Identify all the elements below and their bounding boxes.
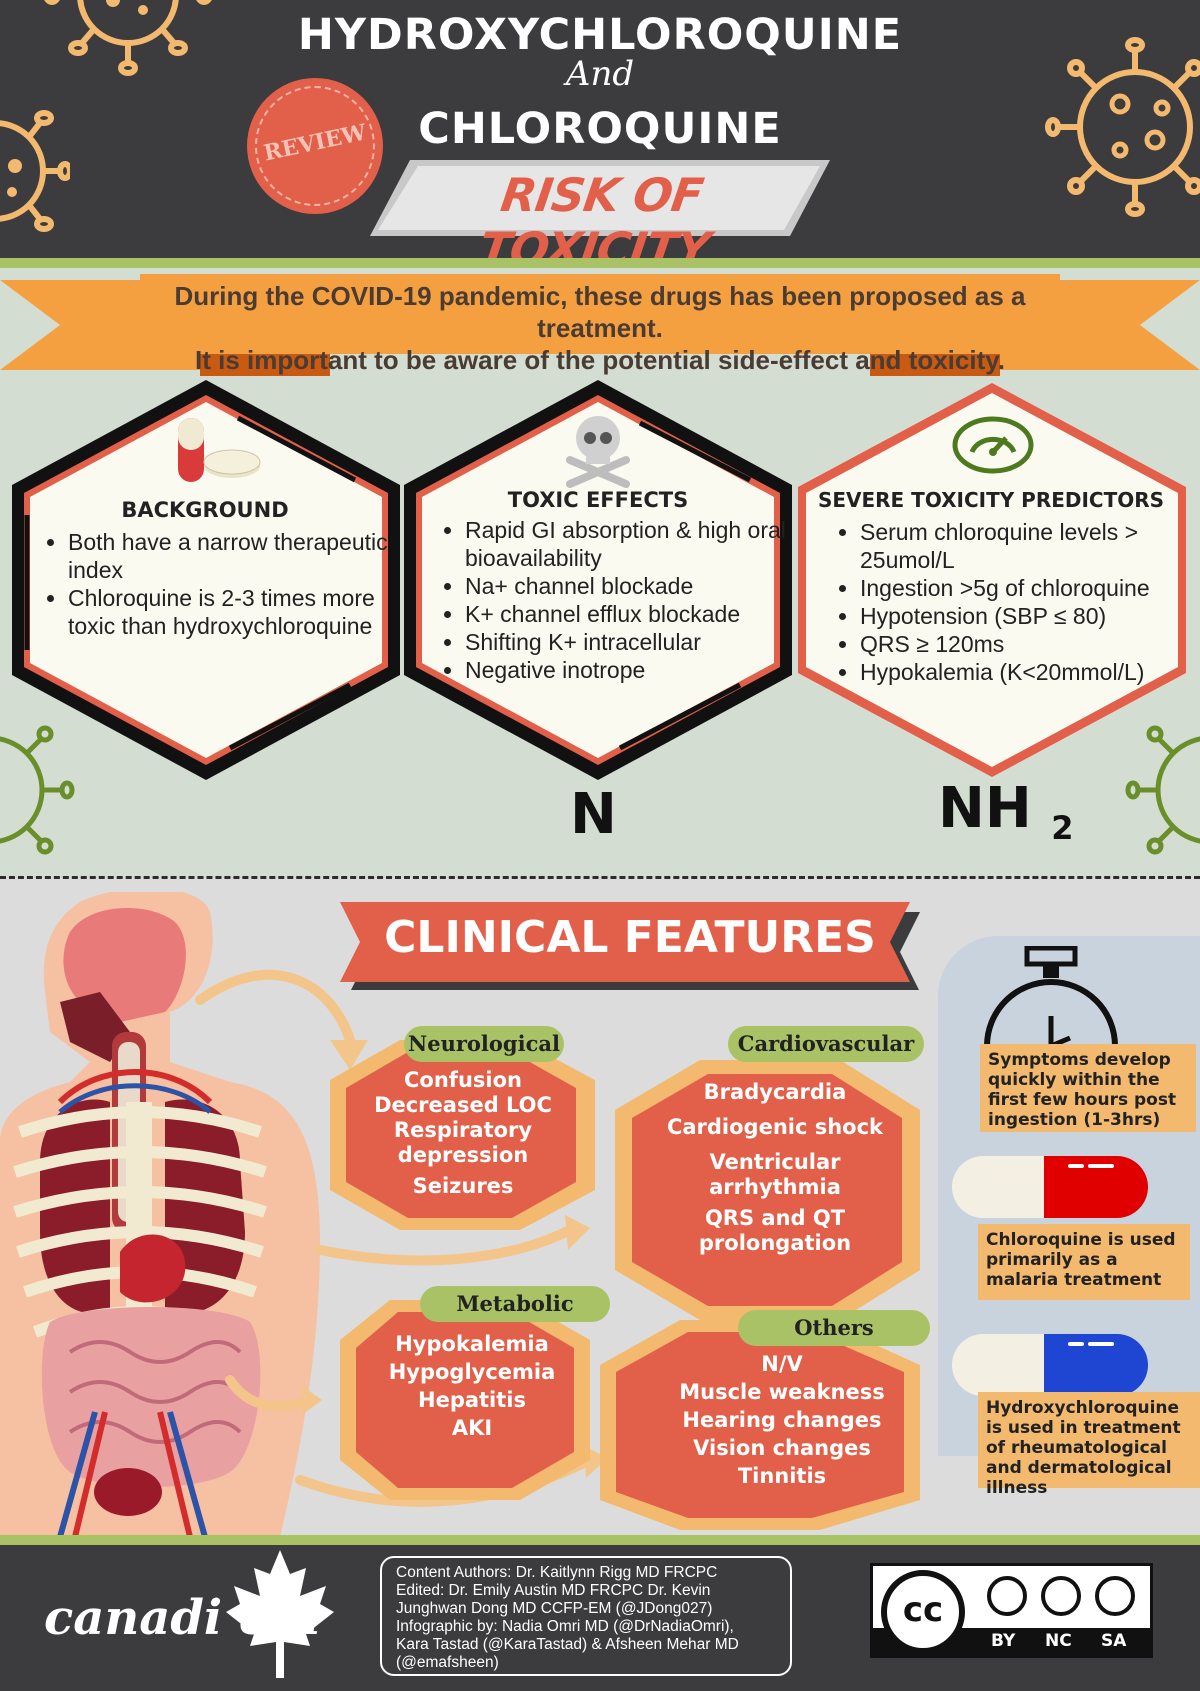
neurological-list: Confusion Decreased LOC Respiratory depr… — [350, 1068, 576, 1199]
category-metabolic: Metabolic — [420, 1286, 610, 1322]
footer-band — [0, 1535, 1200, 1545]
toxic-effects-list: Rapid GI absorption & high oral bioavail… — [441, 516, 805, 684]
list-item: N/V — [761, 1352, 803, 1376]
list-item: Tinnitis — [737, 1464, 827, 1488]
metabolic-list: Hypokalemia Hypoglycemia Hepatitis AKI — [360, 1330, 584, 1442]
subtitle: RISK OF TOXICITY — [475, 168, 713, 258]
intro-ribbon — [140, 274, 1060, 354]
anatomy-illustration — [0, 892, 320, 1537]
capsule-icon — [952, 1334, 1148, 1396]
subtitle-banner — [370, 160, 830, 236]
list-item: Hearing changes — [682, 1408, 882, 1432]
list-item: Hypotension (SBP ≤ 80) — [860, 602, 1180, 630]
list-item: Rapid GI absorption & high oral bioavail… — [465, 516, 805, 572]
chloroquine-note: Chloroquine is used primarily as a malar… — [978, 1224, 1190, 1300]
cc-license-badge: cc BY NC SA — [870, 1563, 1153, 1658]
title-line-2: CHLOROQUINE — [418, 104, 782, 154]
chem-nh: NH — [938, 776, 1032, 841]
capsule-icon — [952, 1156, 1148, 1218]
category-others: Others — [738, 1310, 930, 1346]
virus-icon — [0, 725, 75, 855]
list-item: Hypokalemia — [395, 1332, 549, 1356]
cc-by-label: BY — [991, 1631, 1016, 1651]
gauge-icon — [952, 416, 1034, 474]
list-item: Confusion — [404, 1068, 522, 1092]
list-item: AKI — [451, 1416, 493, 1440]
skull-icon — [566, 416, 630, 488]
list-item: Chloroquine is 2-3 times more toxic than… — [68, 584, 408, 640]
clinical-features-title: CLINICAL FEATURES — [384, 912, 876, 963]
virus-icon — [0, 110, 70, 232]
cc-nc-label: NC — [1045, 1631, 1072, 1651]
list-item: Respiratory depression — [393, 1118, 533, 1167]
credit-line: Junghwan Dong MD CCFP-EM (@JDong027) — [396, 1600, 713, 1617]
header: HYDROXYCHLOROQUINE And CHLOROQUINE REVIE… — [0, 0, 1200, 258]
predictors-title: SEVERE TOXICITY PREDICTORS — [817, 488, 1165, 512]
list-item: Shifting K+ intracellular — [465, 628, 805, 656]
intro-line-2: It is important to be aware of the poten… — [195, 345, 1005, 375]
toxic-effects-title: TOXIC EFFECTS — [507, 488, 689, 512]
list-item: Ventricular arrhythmia — [709, 1150, 841, 1199]
list-item: Muscle weakness — [679, 1380, 885, 1404]
virus-icon — [1125, 725, 1200, 855]
chem-nh2: NH 2 — [938, 776, 1074, 847]
title-and: And — [565, 54, 635, 94]
background-title: BACKGROUND — [121, 498, 289, 522]
hexagon-row — [12, 380, 1186, 780]
cc-sa-label: SA — [1101, 1631, 1127, 1651]
credit-line: Infographic by: Nadia Omri MD (@DrNadiaO… — [396, 1618, 734, 1635]
list-item: Hypokalemia (K<20mmol/L) — [860, 658, 1180, 686]
cc-icon: cc — [881, 1570, 965, 1654]
hydroxychloroquine-note: Hydroxychloroquine is used in treatment … — [978, 1392, 1200, 1498]
list-item: Negative inotrope — [465, 656, 805, 684]
credit-line: Kara Tastad (@KaraTastad) & Afsheen Meha… — [396, 1636, 739, 1653]
list-item: Decreased LOC — [374, 1093, 552, 1117]
background-list: Both have a narrow therapeutic index Chl… — [44, 528, 408, 640]
list-item: QRS and QT prolongation — [698, 1206, 852, 1255]
list-item: Serum chloroquine levels > 25umol/L — [860, 518, 1180, 574]
sa-icon — [1095, 1576, 1135, 1616]
list-item: K+ channel efflux blockade — [465, 600, 805, 628]
maple-leaf-icon — [226, 1550, 334, 1678]
list-item: Na+ channel blockade — [465, 572, 805, 600]
review-badge: REVIEW — [247, 78, 383, 214]
onset-note: Symptoms develop quickly within the firs… — [980, 1044, 1196, 1132]
credit-line: Edited: Dr. Emily Austin MD FRCPC Dr. Ke… — [396, 1582, 711, 1599]
list-item: QRS ≥ 120ms — [860, 630, 1180, 658]
credits-box: Content Authors: Dr. Kaitlynn Rigg MD FR… — [380, 1556, 792, 1676]
credit-line: (@emafsheen) — [396, 1654, 499, 1671]
list-item: Both have a narrow therapeutic index — [68, 528, 408, 584]
list-item: Cardiogenic shock — [666, 1115, 884, 1139]
pill-icon — [178, 418, 261, 482]
intro-line-1: During the COVID-19 pandemic, these drug… — [174, 281, 1026, 343]
by-icon — [987, 1576, 1027, 1616]
feature-octagons — [330, 1040, 920, 1530]
category-cardiovascular: Cardiovascular — [728, 1026, 924, 1062]
list-item: Hepatitis — [418, 1388, 526, 1412]
virus-icon — [1045, 37, 1200, 217]
list-item: Hypoglycemia — [388, 1360, 556, 1384]
list-item: Seizures — [412, 1174, 514, 1198]
title-line-1: HYDROXYCHLOROQUINE — [297, 10, 903, 60]
section-divider — [0, 876, 1200, 879]
cardiovascular-list: Bradycardia Cardiogenic shock Ventricula… — [640, 1080, 910, 1256]
intro-text: During the COVID-19 pandemic, these drug… — [140, 280, 1060, 376]
chem-subscript: 2 — [1051, 809, 1074, 848]
list-item: Vision changes — [693, 1436, 871, 1460]
canadiem-logo: canadi em — [44, 1590, 321, 1646]
list-item: Ingestion >5g of chloroquine — [860, 574, 1180, 602]
nc-icon — [1041, 1576, 1081, 1616]
clinical-features-banner — [340, 902, 920, 990]
others-list: N/V Muscle weakness Hearing changes Visi… — [640, 1350, 924, 1490]
chem-n: N — [570, 782, 617, 847]
list-item: Bradycardia — [703, 1080, 847, 1104]
credit-line: Content Authors: Dr. Kaitlynn Rigg MD FR… — [396, 1564, 718, 1581]
category-neurological: Neurological — [404, 1026, 564, 1062]
virus-icon — [44, 0, 212, 76]
predictors-list: Serum chloroquine levels > 25umol/L Inge… — [836, 518, 1180, 686]
